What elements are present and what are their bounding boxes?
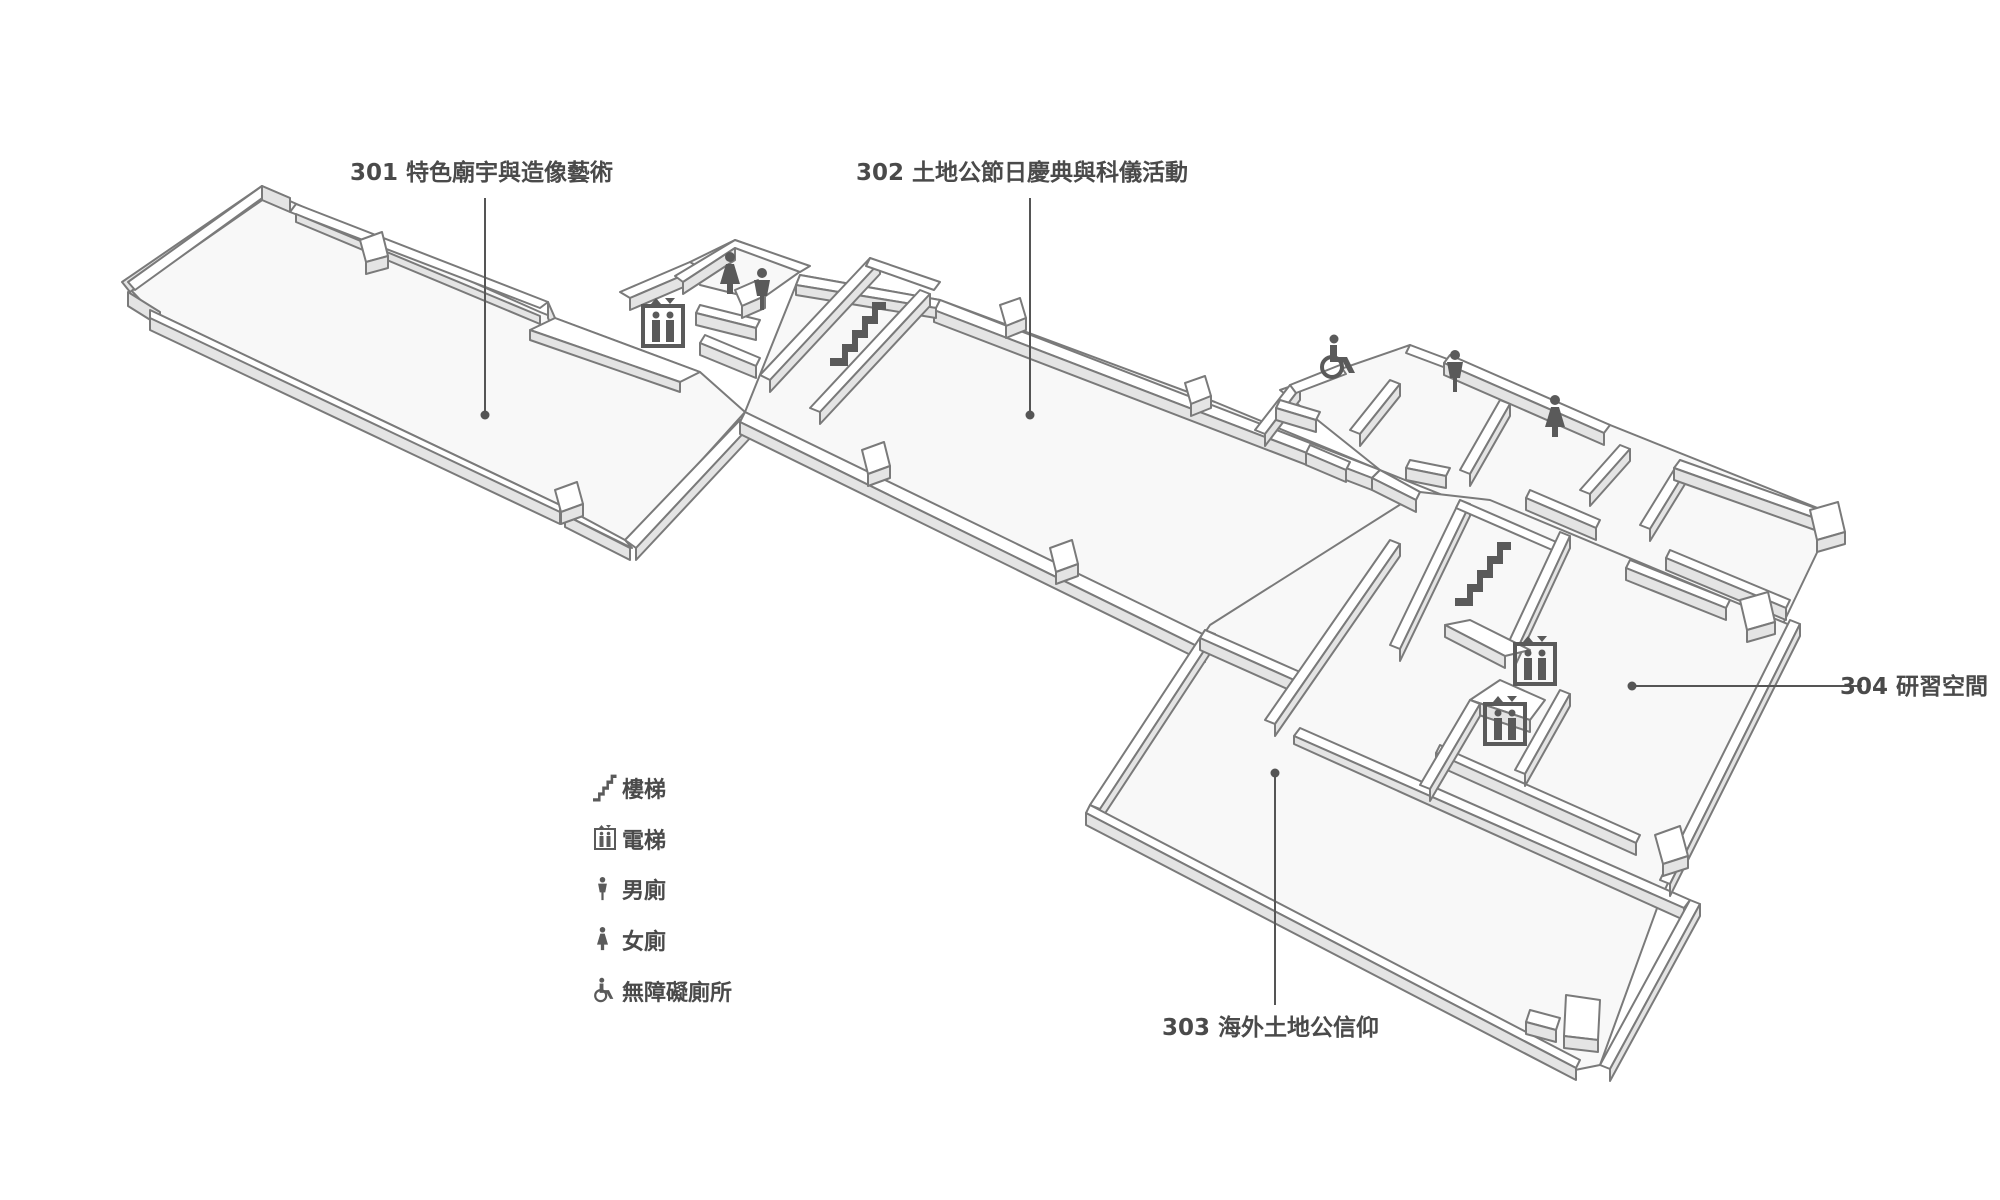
legend: 樓梯 電梯 男廁 女廁 無障礙廁所 — [593, 774, 732, 1006]
legend-item-mens: 男廁 — [598, 877, 666, 904]
legend-label: 男廁 — [622, 878, 666, 904]
legend-item-elevator: 電梯 — [594, 824, 666, 854]
room-304-marker[interactable] — [1627, 681, 1637, 691]
legend-label: 女廁 — [622, 929, 666, 955]
room-302-marker[interactable] — [1025, 410, 1035, 420]
room-302-label[interactable]: 302 土地公節日慶典與科儀活動 — [856, 159, 1188, 186]
right-core-floor — [1279, 344, 1836, 631]
legend-item-accessible: 無障礙廁所 — [594, 976, 732, 1006]
room-303-marker[interactable] — [1270, 768, 1280, 778]
legend-label: 樓梯 — [622, 777, 666, 803]
legend-item-womens: 女廁 — [597, 927, 666, 955]
room-301-marker[interactable] — [480, 410, 490, 420]
room-304-label[interactable]: 304 研習空間 — [1840, 673, 1988, 700]
legend-label: 無障礙廁所 — [622, 980, 732, 1006]
legend-item-stairs: 樓梯 — [593, 774, 666, 803]
elevator-icon — [641, 296, 685, 348]
elevator-icon — [594, 824, 616, 850]
stairs-icon — [593, 774, 617, 802]
accessible-restroom-icon — [594, 976, 615, 1003]
leader-lines — [480, 198, 1862, 1005]
mens-restroom-icon — [598, 877, 607, 901]
room-303-label[interactable]: 303 海外土地公信仰 — [1162, 1014, 1379, 1041]
legend-label: 電梯 — [622, 828, 666, 854]
room-labels: 301 特色廟宇與造像藝術 302 土地公節日慶典與科儀活動 303 海外土地公… — [350, 159, 1988, 1041]
room-301-label[interactable]: 301 特色廟宇與造像藝術 — [350, 159, 613, 186]
womens-restroom-icon — [597, 927, 608, 951]
